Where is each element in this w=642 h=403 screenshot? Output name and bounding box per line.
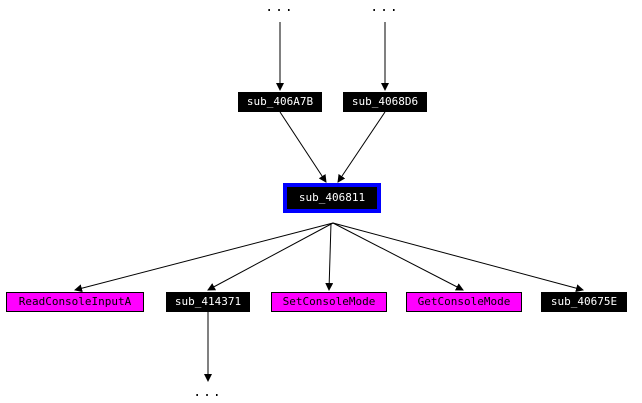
node-sub_4068D6[interactable]: sub_4068D6 xyxy=(343,92,427,112)
edge-sub_406811-to-sub_414371 xyxy=(207,222,334,291)
edge-sub_406811-to-GetConsoleMode xyxy=(332,222,464,291)
node-GetConsoleMode[interactable]: GetConsoleMode xyxy=(406,292,522,312)
edge-sub_4068D6-to-sub_406811 xyxy=(337,111,386,183)
edge-sub_406811-to-sub_40675E xyxy=(332,222,584,293)
node-sub_406811-current[interactable]: sub_406811 xyxy=(283,183,381,213)
node-sub_406A7B[interactable]: sub_406A7B xyxy=(238,92,322,112)
node-ReadConsoleInputA[interactable]: ReadConsoleInputA xyxy=(6,292,144,312)
edge-sub_406A7B-to-sub_406811 xyxy=(279,111,327,183)
current-node-label: sub_406811 xyxy=(287,187,377,209)
caller-ellipsis-right: ... xyxy=(370,0,400,15)
callee-ellipsis: ... xyxy=(193,385,223,400)
edge-sub_406811-to-SetConsoleMode xyxy=(325,222,334,291)
node-sub_414371[interactable]: sub_414371 xyxy=(166,292,250,312)
node-sub_40675E[interactable]: sub_40675E xyxy=(541,292,627,312)
caller-ellipsis-left: ... xyxy=(265,0,295,15)
edge-sub_406811-to-ReadConsoleInputA xyxy=(74,222,334,293)
node-SetConsoleMode[interactable]: SetConsoleMode xyxy=(271,292,387,312)
